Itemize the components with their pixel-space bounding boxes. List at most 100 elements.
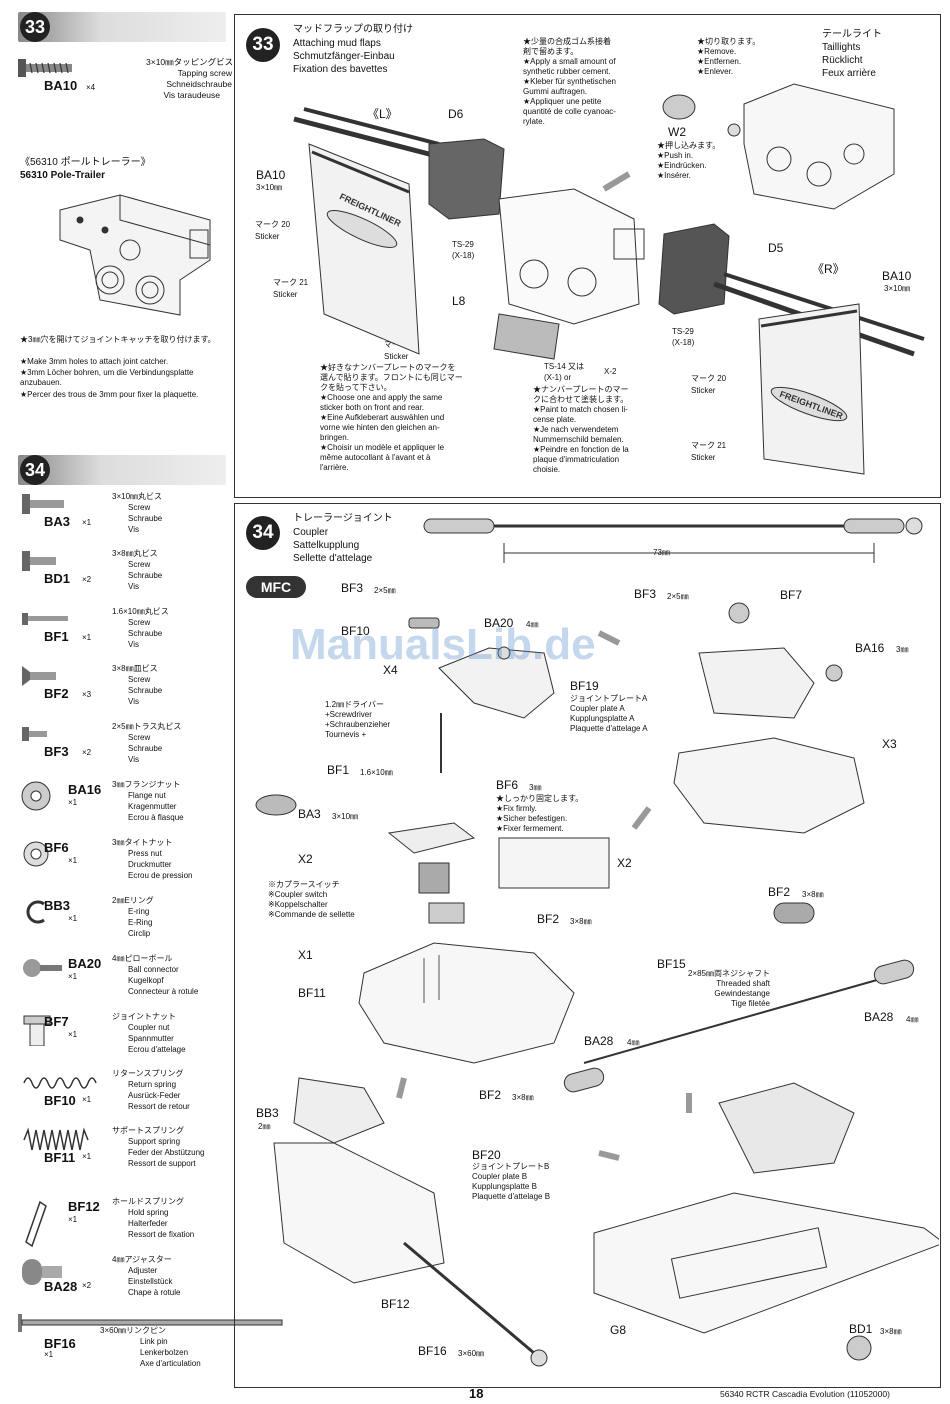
part-name: Flange nut (128, 791, 166, 800)
bf1-part-icon (22, 613, 68, 625)
part-code: BF2 (44, 686, 69, 701)
part-qty: ×1 (44, 1350, 54, 1359)
part-name: Einstellstück (128, 1277, 173, 1286)
cut-note-line: ★Entfernen. (697, 57, 742, 66)
fix-note-line: ★Fixer fermement. (496, 824, 564, 833)
part-code: BF16 (44, 1336, 76, 1351)
bf12-part-icon (25, 1200, 47, 1248)
cut-note-line: ★切り取ります。 (697, 37, 761, 46)
x4-label: X4 (383, 663, 398, 677)
part-name: Ecrou à flasque (128, 813, 184, 822)
ba16-label: BA16 (855, 641, 885, 655)
trailer-title-en: 56310 Pole-Trailer (20, 170, 106, 181)
part-size: 3×8㎜丸ビス (112, 549, 158, 558)
ba20-label: BA20 (484, 616, 514, 630)
step-33-number: 33 (20, 12, 50, 42)
choose-note-line: ★好きなナンバープレートのマークを (320, 363, 456, 372)
part-code: BB3 (44, 898, 71, 913)
plate-b-note-line: Plaquette d'attelage B (472, 1192, 551, 1201)
page-number: 18 (469, 1386, 484, 1401)
part-code: BF12 (68, 1199, 100, 1214)
fix-note-line: ★しっかり固定します。 (496, 794, 584, 803)
paint-note-line: cense plate. (533, 415, 577, 424)
cement-note-line: quantité de colle cyanoac- (523, 107, 616, 116)
part-name: Druckmutter (128, 860, 172, 869)
part-name: Connecteur à rotule (128, 987, 199, 996)
choose-note-line: ★Eine Aufkleberart auswählen und (320, 413, 445, 422)
choose-note-line: sticker both on front and rear. (320, 403, 425, 412)
switch-note-line: ※Commande de sellette (268, 910, 355, 919)
cement-note-line: rylate. (523, 117, 545, 126)
part-size: 3㎜フランジナット (112, 780, 181, 789)
cut-note: ★切り取ります。★Remove.★Entfernen.★Enlever. (697, 37, 787, 77)
part-name: Kragenmutter (128, 802, 177, 811)
part-name: Schraube (128, 744, 163, 753)
bf2-a-label: BF2 (537, 912, 560, 926)
bf16-part-icon (18, 1314, 283, 1332)
choose-note-line: ★Choose one and apply the same (320, 393, 443, 402)
ba10-left-size: 3×10㎜ (256, 183, 283, 192)
plate-a-note-line: ジョイントプレートA (570, 694, 648, 703)
mud-flap-right-label: 《R》 (812, 262, 845, 276)
part-w2-label: W2 (668, 125, 686, 139)
part-code: BA20 (68, 956, 102, 971)
choose-plate-note: ★好きなナンバープレートのマークを選んで貼ります。フロントにも同じマークを貼って… (320, 363, 495, 473)
choose-note-line: l'arrière. (320, 463, 349, 472)
part-name: Ressort de fixation (128, 1230, 195, 1239)
watermark-text: ManualsLib.de (290, 620, 596, 669)
part-name-en: Tapping screw (177, 68, 232, 78)
part-qty: ×1 (68, 1215, 78, 1224)
mfc-badge: MFC (246, 576, 306, 598)
part-qty: ×1 (68, 1030, 78, 1039)
driver-note-line: Tournevis + (325, 730, 367, 739)
part-d6-label: D6 (448, 107, 464, 121)
taillight-line: Rücklicht (822, 55, 863, 66)
part-name: Adjuster (128, 1266, 158, 1275)
part-size: 4㎜ピローボール (112, 954, 173, 963)
bf3-a-label: BF3 (341, 581, 364, 595)
part-size: 3×60㎜リンクピン (100, 1326, 167, 1335)
panel-34-number: 34 (246, 516, 280, 550)
part-name: Vis (128, 755, 139, 764)
bf2-c-label: BF2 (479, 1088, 502, 1102)
part-code: BD1 (44, 571, 71, 586)
part-qty: ×1 (82, 633, 92, 642)
part-name: Support spring (128, 1137, 181, 1146)
bf7-part-icon (23, 1015, 51, 1046)
choose-note-line: 選んで貼ります。フロントにも同じマー (320, 373, 463, 382)
part-name-de: Schneidschraube (166, 79, 232, 89)
bf10-label: BF10 (341, 624, 370, 638)
part-name: Screw (128, 618, 151, 627)
push-note-line: ★Push in. (657, 151, 694, 160)
ba16-part-icon (21, 781, 51, 811)
paint-note-line: ★Peindre en fonction de la (533, 445, 629, 454)
bf3-b-label: BF3 (634, 587, 657, 601)
part-name: Feder der Abstützung (128, 1148, 205, 1157)
x1-label: X1 (298, 948, 313, 962)
part-name: Circlip (128, 929, 151, 938)
part-name: Return spring (128, 1080, 177, 1089)
part-name: Screw (128, 733, 151, 742)
part-qty: ×1 (68, 972, 78, 981)
fix-firmly-note: ★しっかり固定します。★Fix firmly.★Sicher befestige… (496, 794, 606, 834)
cement-note: ★少量の合成ゴム系接着剤で留めます。★Apply a small amount … (523, 37, 653, 127)
part-size: 3㎜タイトナット (112, 838, 173, 847)
part-name: Ressort de support (128, 1159, 196, 1168)
bd1-label: BD1 (849, 1322, 873, 1336)
part-name: Ressort de retour (128, 1102, 190, 1111)
part-qty: ×2 (82, 748, 92, 757)
part-qty: ×1 (82, 518, 92, 527)
part-size: 3×8㎜皿ビス (112, 664, 158, 673)
part-name: Coupler nut (128, 1023, 170, 1032)
bf2-b-label: BF2 (768, 885, 791, 899)
part-name: Kugelkopf (128, 976, 164, 985)
pole-trailer-drawing (59, 194, 211, 316)
bd1-part-icon (22, 551, 56, 571)
choose-note-line: vorne wie hinten den gleichen an- (320, 423, 440, 432)
part-name: Screw (128, 503, 151, 512)
step-33-panel (234, 14, 941, 498)
bf6-label: BF6 (496, 778, 519, 792)
fix-note-line: ★Fix firmly. (496, 804, 537, 813)
